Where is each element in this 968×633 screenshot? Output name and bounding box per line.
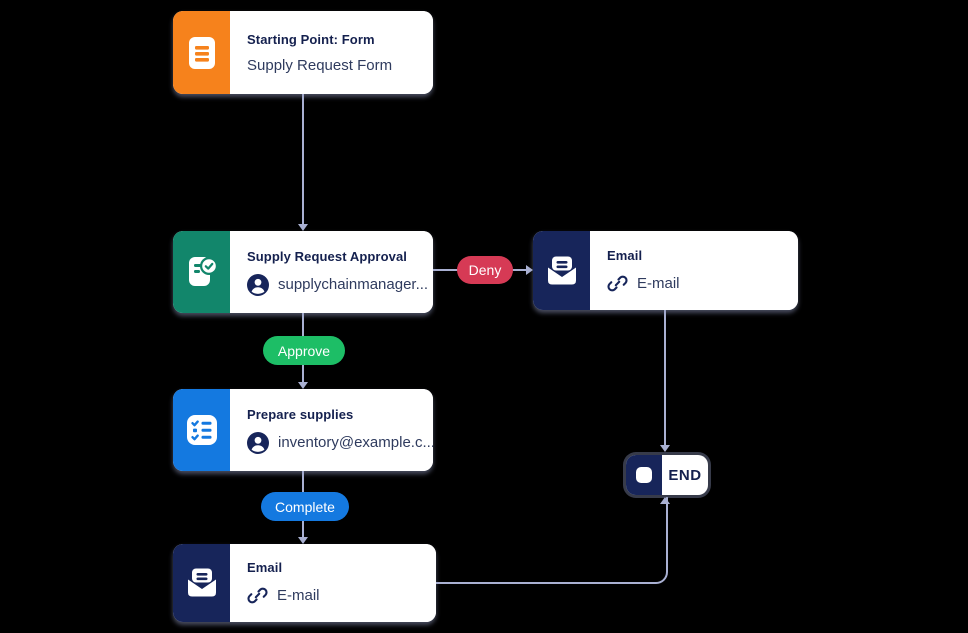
connector-email-deny-to-end — [664, 310, 666, 446]
node-email-deny[interactable]: Email E-mail — [533, 231, 798, 310]
email-type-text: E-mail — [637, 274, 680, 292]
arrowhead-down-icon — [660, 445, 670, 452]
node-accent-bar — [626, 455, 662, 495]
end-label: END — [668, 466, 702, 484]
open-envelope-icon — [187, 568, 216, 597]
stop-square-icon — [636, 467, 652, 483]
node-prepare-supplies[interactable]: Prepare supplies inventory@example.c... — [173, 389, 433, 471]
arrowhead-down-icon — [298, 224, 308, 231]
email-type-text: E-mail — [277, 587, 320, 604]
node-body: Email E-mail — [590, 231, 798, 310]
branch-label-approve[interactable]: Approve — [263, 336, 345, 365]
node-title: Starting Point: Form — [247, 31, 375, 47]
node-accent-bar — [173, 231, 230, 313]
form-icon — [188, 36, 215, 69]
node-accent-bar — [173, 544, 230, 622]
node-title: Email — [247, 560, 283, 575]
branch-label-deny[interactable]: Deny — [457, 256, 513, 284]
arrowhead-down-icon — [298, 537, 308, 544]
node-email-complete[interactable]: Email E-mail — [173, 544, 436, 622]
node-accent-bar — [173, 11, 230, 94]
link-icon — [607, 273, 628, 294]
node-title: Supply Request Approval — [247, 248, 408, 264]
checklist-icon — [186, 415, 217, 445]
node-subtitle: supplychainmanager... — [247, 273, 433, 296]
node-body: Starting Point: Form Supply Request Form — [230, 11, 433, 94]
assignee-text: inventory@example.c... — [278, 434, 433, 451]
node-subtitle: inventory@example.c... — [247, 431, 433, 454]
arrowhead-down-icon — [298, 382, 308, 389]
node-subtitle: Supply Request Form — [247, 56, 393, 74]
node-body: Email E-mail — [230, 544, 436, 622]
connector-start-to-approval — [302, 94, 304, 225]
assignee-text: supplychainmanager... — [278, 276, 429, 293]
node-subtitle: E-mail — [247, 585, 436, 606]
node-subtitle: E-mail — [607, 273, 798, 294]
link-icon — [247, 585, 268, 606]
node-accent-bar — [173, 389, 230, 471]
arrowhead-right-icon — [526, 265, 533, 275]
node-accent-bar — [533, 231, 590, 310]
node-title: Prepare supplies — [247, 406, 354, 422]
person-icon — [247, 431, 269, 454]
node-supply-request-approval[interactable]: Supply Request Approval supplychainmanag… — [173, 231, 433, 313]
node-starting-point-form[interactable]: Starting Point: Form Supply Request Form — [173, 11, 433, 94]
node-title: Email — [607, 247, 643, 263]
person-icon — [247, 273, 269, 296]
approval-check-icon — [188, 257, 218, 286]
open-envelope-icon — [547, 256, 576, 284]
node-body: Supply Request Approval supplychainmanag… — [230, 231, 433, 313]
arrowhead-up-icon — [660, 497, 670, 504]
branch-label-complete[interactable]: Complete — [261, 492, 349, 521]
connector-email-complete-to-end — [436, 497, 668, 584]
node-end[interactable]: END — [626, 455, 708, 495]
node-body: Prepare supplies inventory@example.c... — [230, 389, 433, 471]
